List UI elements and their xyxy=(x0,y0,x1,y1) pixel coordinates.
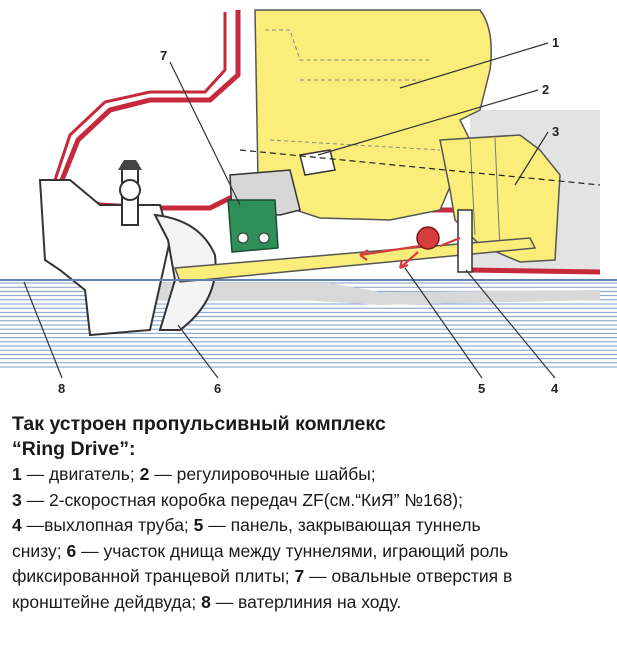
caption-number: 5 xyxy=(193,515,204,535)
caption-line: 3 — 2-скоростная коробка передач ZF(см.“… xyxy=(12,488,608,514)
caption-text: — регулировочные шайбы; xyxy=(149,464,376,484)
caption-number: 7 xyxy=(294,566,305,586)
propulsion-diagram: 1 2 3 7 8 6 5 4 xyxy=(0,9,617,396)
exhaust-outlet xyxy=(457,209,473,273)
caption-number: 2 xyxy=(139,464,150,484)
caption-text: —выхлопная труба; xyxy=(21,515,194,535)
oval-hole-2 xyxy=(258,232,270,244)
caption-line: 4 —выхлопная труба; 5 — панель, закрываю… xyxy=(12,513,608,539)
oval-hole-1 xyxy=(237,232,249,244)
caption-text: — 2-скоростная коробка передач ZF(см.“Ки… xyxy=(21,489,463,510)
gearbox-detail xyxy=(469,137,501,251)
figure-caption: Так устроен пропульсивный комплекс “Ring… xyxy=(12,412,608,615)
caption-title-line1: Так устроен пропульсивный комплекс xyxy=(12,413,386,435)
caption-text: кронштейне дейдвуда; xyxy=(12,591,202,612)
drive-cap xyxy=(118,160,142,170)
caption-title-line2: “Ring Drive”: xyxy=(12,438,136,460)
label-5: 5 xyxy=(478,381,485,396)
caption-text: фиксированной транцевой плиты; xyxy=(12,566,295,586)
caption-body: 1 — двигатель; 2 — регулировочные шайбы;… xyxy=(12,462,608,615)
hull-gray-lower xyxy=(150,283,600,305)
caption-number: 4 xyxy=(12,515,22,535)
hull-red-inner xyxy=(53,12,227,181)
label-8: 8 xyxy=(58,381,65,396)
caption-text: — ватерлиния на ходу. xyxy=(210,591,402,612)
caption-number: 6 xyxy=(66,540,77,561)
caption-line: 1 — двигатель; 2 — регулировочные шайбы; xyxy=(12,462,608,488)
caption-number: 8 xyxy=(201,591,211,612)
shims xyxy=(299,149,336,176)
label-7: 7 xyxy=(160,48,167,63)
shaft-axis xyxy=(239,149,601,186)
caption-number: 3 xyxy=(12,489,22,510)
label-6: 6 xyxy=(214,381,221,396)
hull-red-bottom xyxy=(469,267,601,275)
caption-number: 1 xyxy=(12,464,22,484)
caption-text: — двигатель; xyxy=(21,464,140,484)
mount-green xyxy=(227,199,279,253)
label-2: 2 xyxy=(542,82,549,97)
leader-lines xyxy=(23,42,556,379)
caption-text: — участок днища между туннелями, играющи… xyxy=(76,540,509,561)
label-1: 1 xyxy=(552,35,559,50)
drive-knob xyxy=(119,179,141,201)
caption-text: снизу; xyxy=(12,540,67,561)
caption-text: — овальные отверстия в xyxy=(304,566,513,586)
caption-line: кронштейне дейдвуда; 8 — ватерлиния на х… xyxy=(12,590,608,616)
exhaust-pipe xyxy=(416,226,440,250)
label-4: 4 xyxy=(551,381,559,396)
caption-text: — панель, закрывающая туннель xyxy=(203,515,481,535)
caption-line: снизу; 6 — участок днища между туннелями… xyxy=(12,539,608,565)
engine-detail xyxy=(265,29,441,151)
flow-arrows xyxy=(359,236,461,270)
label-3: 3 xyxy=(552,124,559,139)
caption-line: фиксированной транцевой плиты; 7 — оваль… xyxy=(12,564,608,590)
